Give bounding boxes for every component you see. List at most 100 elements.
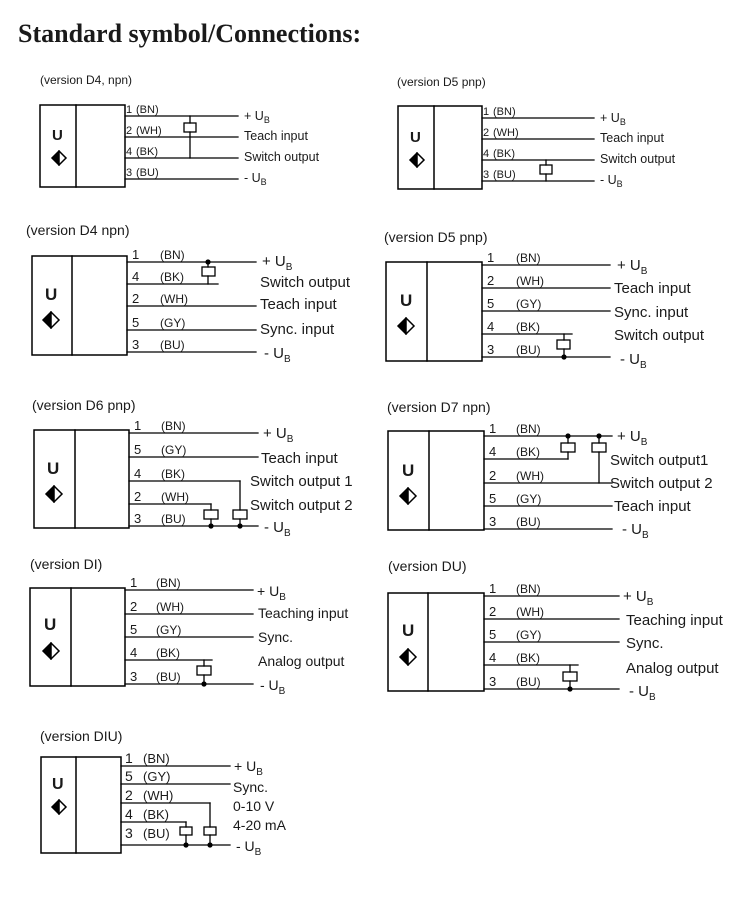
signal-label: Sync.: [233, 779, 268, 795]
diffuse-sensor-icon: [398, 647, 418, 667]
pin-number: 4: [487, 319, 494, 334]
page-title: Standard symbol/Connections:: [18, 19, 361, 48]
signal-label: 0-10 V: [233, 798, 275, 814]
pin-number: 1: [126, 104, 132, 116]
signal-label: Switch output: [614, 327, 705, 344]
signal-label: Sync.: [626, 635, 664, 652]
wire-color: (WH): [161, 490, 189, 504]
wire-color: (BK): [516, 651, 540, 665]
signal-label: Teach input: [261, 450, 339, 467]
signal-label: Switch output1: [610, 452, 708, 469]
pin-number: 3: [134, 511, 141, 526]
version-label: (version DIU): [40, 728, 122, 744]
wire-color: (WH): [160, 292, 188, 306]
sensor-body: U: [39, 104, 126, 188]
wire-lines: [483, 595, 620, 690]
signal-label: Analog output: [258, 653, 345, 669]
pin-number: 2: [134, 489, 141, 504]
diffuse-sensor-icon: [398, 486, 418, 506]
signal-label: Sync. input: [614, 304, 689, 321]
version-label: (version DU): [388, 558, 467, 574]
wire-color: (GY): [161, 443, 186, 457]
wire-color: (BU): [493, 169, 516, 181]
signal-label: Analog output: [626, 660, 719, 677]
signal-label: + UB: [623, 588, 654, 608]
signal-label: + UB: [617, 428, 648, 448]
wire-color: (WH): [156, 600, 184, 614]
version-label: (version D6 pnp): [32, 397, 136, 413]
pin-number: 1: [134, 418, 141, 433]
pin-number: 5: [487, 296, 494, 311]
wire-color: (GY): [160, 316, 185, 330]
wire-lines: [128, 432, 259, 527]
sensor-letter: U: [47, 459, 59, 478]
pin-number: 1: [125, 750, 133, 766]
diagram-diu: (version DIU) U 1 (BN): [40, 728, 287, 858]
pin-number: 4: [489, 444, 496, 459]
diffuse-sensor-icon: [408, 151, 426, 169]
pin-number: 5: [489, 491, 496, 506]
wire-color: (WH): [143, 788, 173, 803]
pin-number: 2: [125, 787, 133, 803]
pin-number: 2: [487, 273, 494, 288]
signal-label: + UB: [234, 758, 263, 778]
wire-color: (BN): [136, 104, 159, 116]
pin-number: 5: [130, 622, 137, 637]
wire-color: (BK): [156, 646, 180, 660]
sensor-letter: U: [402, 621, 414, 640]
pin-number: 3: [132, 337, 139, 352]
signal-label: - UB: [236, 838, 262, 858]
wire-color: (GY): [516, 297, 541, 311]
diffuse-sensor-icon: [44, 484, 64, 504]
pin-number: 5: [125, 768, 133, 784]
wire-color: (BN): [160, 248, 185, 262]
pin-number: 1: [132, 247, 139, 262]
signal-label: - UB: [620, 351, 647, 371]
pin-number: 3: [487, 342, 494, 357]
signal-label: Teaching input: [258, 605, 348, 621]
wire-lines: [481, 264, 611, 358]
wire-color: (BK): [161, 467, 185, 481]
signal-label: + UB: [257, 583, 286, 603]
pin-number: 4: [126, 146, 132, 158]
pin-number: 4: [125, 806, 133, 822]
signal-label: Switch output 2: [610, 475, 713, 492]
signal-label: Switch output: [244, 150, 320, 164]
pin-number: 2: [132, 291, 139, 306]
diagram-d4-npn-5wire: (version D4 npn) U 1 (BN) 4 (BK) 2: [26, 222, 351, 365]
pin-number: 4: [130, 645, 137, 660]
sensor-letter: U: [402, 461, 414, 480]
sensor-body: U: [33, 429, 130, 529]
version-label: (version D7 npn): [387, 399, 491, 415]
wire-color: (BU): [143, 826, 170, 841]
wire-color: (BN): [516, 422, 541, 436]
wire-color: (BU): [161, 512, 186, 526]
wire-lines: [481, 117, 595, 182]
wire-color: (GY): [143, 769, 170, 784]
sensor-body: U: [385, 261, 483, 362]
pin-number: 1: [130, 575, 137, 590]
wire-color: (BK): [516, 320, 540, 334]
pin-number: 3: [489, 674, 496, 689]
wire-color: (BU): [160, 338, 185, 352]
wire-color: (GY): [516, 492, 541, 506]
diagram-d6-pnp: (version D6 pnp) U 1 (B: [32, 397, 353, 539]
pin-number: 5: [134, 442, 141, 457]
sensor-letter: U: [410, 129, 421, 146]
diffuse-sensor-icon: [50, 149, 68, 167]
wire-color: (BK): [160, 270, 184, 284]
wire-lines: [120, 765, 231, 846]
pin-number: 4: [134, 466, 141, 481]
wire-color: (BU): [136, 167, 159, 179]
sensor-body: U: [29, 587, 126, 687]
signal-label: Sync.: [258, 629, 293, 645]
pin-number: 1: [487, 250, 494, 265]
wire-color: (WH): [516, 469, 544, 483]
signal-label: + UB: [617, 257, 648, 277]
wire-color: (WH): [493, 127, 519, 139]
pin-number: 3: [130, 669, 137, 684]
wire-color: (BN): [143, 751, 170, 766]
sensor-body: U: [397, 105, 483, 190]
